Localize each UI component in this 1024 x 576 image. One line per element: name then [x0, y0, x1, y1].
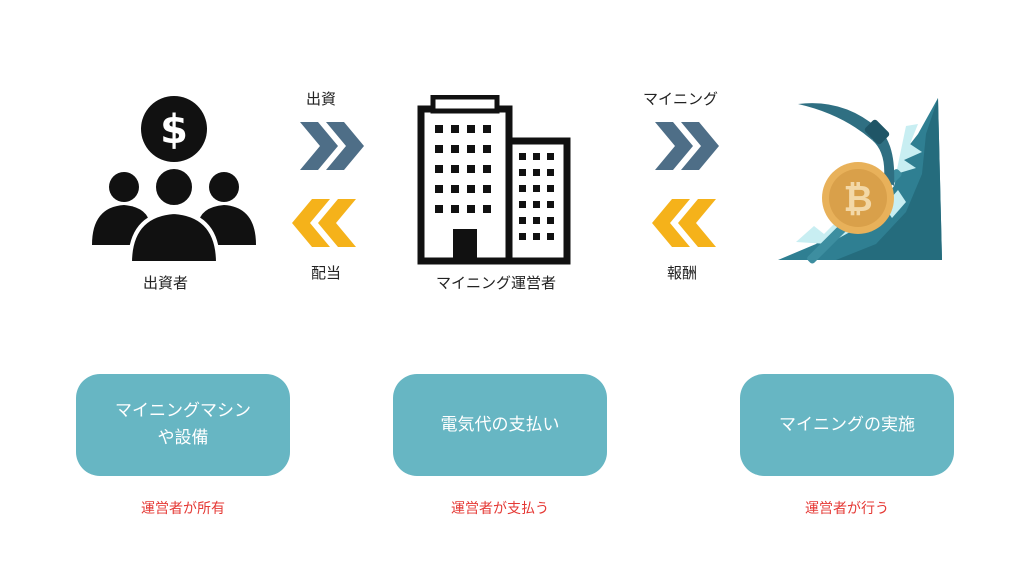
invest-arrow-label: 出資 [306, 90, 337, 108]
dividend-arrow-icon [290, 199, 356, 247]
mining-arrow-label: マイニング [643, 90, 719, 108]
investors-icon: $ [88, 95, 260, 265]
electricity-note: 運営者が支払う [451, 501, 549, 517]
svg-text:₿: ₿ [843, 179, 872, 220]
reward-arrow-icon [650, 199, 716, 247]
equipment-note: 運営者が所有 [141, 501, 225, 517]
invest-arrow-icon [300, 122, 366, 170]
mining-arrow-icon [655, 122, 721, 170]
investor-label: 出資者 [143, 274, 189, 292]
mining-execution-box: マイニングの実施 [740, 374, 954, 476]
electricity-box: 電気代の支払い [393, 374, 607, 476]
equipment-box-line2: や設備 [157, 428, 209, 448]
reward-arrow-label: 報酬 [667, 264, 698, 282]
mining-execution-note: 運営者が行う [805, 501, 889, 517]
building-icon [415, 95, 573, 265]
operator-label: マイニング運営者 [436, 274, 557, 292]
electricity-box-line1: 電気代の支払い [440, 414, 560, 435]
mining-bitcoin-icon: ₿ [776, 94, 946, 264]
equipment-box: マイニングマシン や設備 [76, 374, 290, 476]
mining-execution-box-line1: マイニングの実施 [779, 414, 915, 435]
svg-text:$: $ [160, 107, 188, 153]
equipment-box-line1: マイニングマシン [115, 401, 251, 421]
dollar-coin-icon: $ [141, 96, 207, 162]
dividend-arrow-label: 配当 [311, 264, 342, 282]
